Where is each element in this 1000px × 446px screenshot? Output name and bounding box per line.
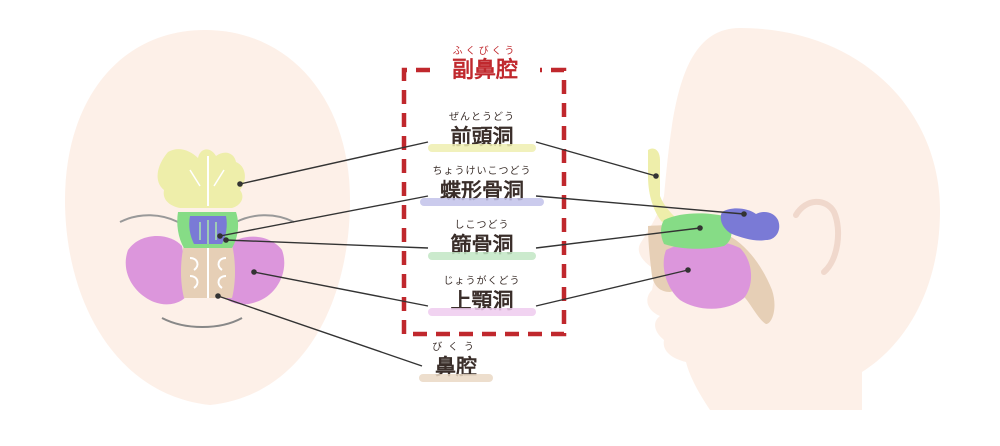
front-frontal-lobe-left	[189, 169, 201, 187]
label-nasal-cavity: びくう 鼻腔	[414, 342, 498, 382]
dot-frontal-front	[237, 181, 243, 187]
leader-nasal-front	[217, 295, 423, 367]
dot-maxillary-side	[685, 267, 691, 273]
side-head-silhouette	[638, 28, 940, 410]
front-mouth-line	[161, 317, 243, 328]
leader-lines	[217, 141, 745, 367]
title-paranasal-sinuses: ふくびくう 副鼻腔	[430, 46, 540, 84]
label-sphenoid-sinus: ちょうけいこつどう 蝶形骨洞	[412, 166, 552, 206]
leader-maxillary-front	[253, 271, 429, 307]
front-turbinate-left	[189, 257, 199, 289]
title-text: 副鼻腔	[451, 58, 518, 83]
label-maxillary-highlight	[428, 308, 536, 316]
label-ethmoid-highlight	[428, 252, 536, 260]
label-frontal-ruby: ぜんとうどう	[449, 112, 515, 123]
side-view-head	[638, 28, 940, 410]
front-brow-right	[235, 214, 295, 223]
front-frontal-lobe-right	[213, 169, 225, 187]
side-ear	[793, 198, 842, 275]
label-frontal-sinus: ぜんとうどう 前頭洞	[412, 112, 552, 152]
front-view-head	[65, 30, 350, 405]
front-maxillary-left	[125, 235, 190, 305]
label-frame	[401, 67, 567, 337]
label-ethmoid-ruby: しこつどう	[454, 220, 510, 231]
label-maxillary-ruby: じょうがくどう	[443, 276, 521, 287]
side-frontal-sinus	[648, 148, 676, 222]
leader-ethmoid-front	[225, 239, 429, 249]
label-maxillary-sinus: じょうがくどう 上顎洞	[412, 276, 552, 316]
label-sphenoid-ruby: ちょうけいこつどう	[432, 166, 532, 177]
label-nasal-highlight	[419, 374, 493, 382]
dot-nasal-front	[215, 293, 221, 299]
leader-ethmoid-side	[535, 227, 701, 249]
side-sphenoid-sinus	[720, 208, 780, 241]
front-brow-left	[119, 214, 179, 223]
front-turbinate-right	[217, 257, 227, 289]
dot-frontal-side	[653, 173, 659, 179]
front-frontal-sinus	[157, 149, 245, 208]
leader-maxillary-side	[535, 269, 689, 307]
leader-sphenoid-front	[219, 195, 429, 237]
label-sphenoid-highlight	[420, 198, 544, 206]
leader-dots	[215, 173, 747, 299]
dot-sphenoid-front	[217, 233, 223, 239]
dot-sphenoid-side	[741, 211, 747, 217]
label-frontal-highlight	[428, 144, 536, 152]
title-ruby: ふくびくう	[452, 46, 518, 57]
label-ethmoid-sinus: しこつどう 篩骨洞	[412, 220, 552, 260]
side-maxillary-sinus	[663, 240, 752, 309]
dot-ethmoid-side	[697, 225, 703, 231]
dot-ethmoid-front	[223, 237, 229, 243]
front-ethmoid-cells	[199, 220, 217, 244]
leader-sphenoid-side	[535, 195, 745, 215]
label-nasal-ruby: びくう	[432, 342, 480, 353]
dot-maxillary-front	[251, 269, 257, 275]
leader-frontal-front	[239, 141, 429, 185]
leader-frontal-side	[535, 141, 657, 177]
side-ethmoid-sinus	[661, 213, 732, 249]
